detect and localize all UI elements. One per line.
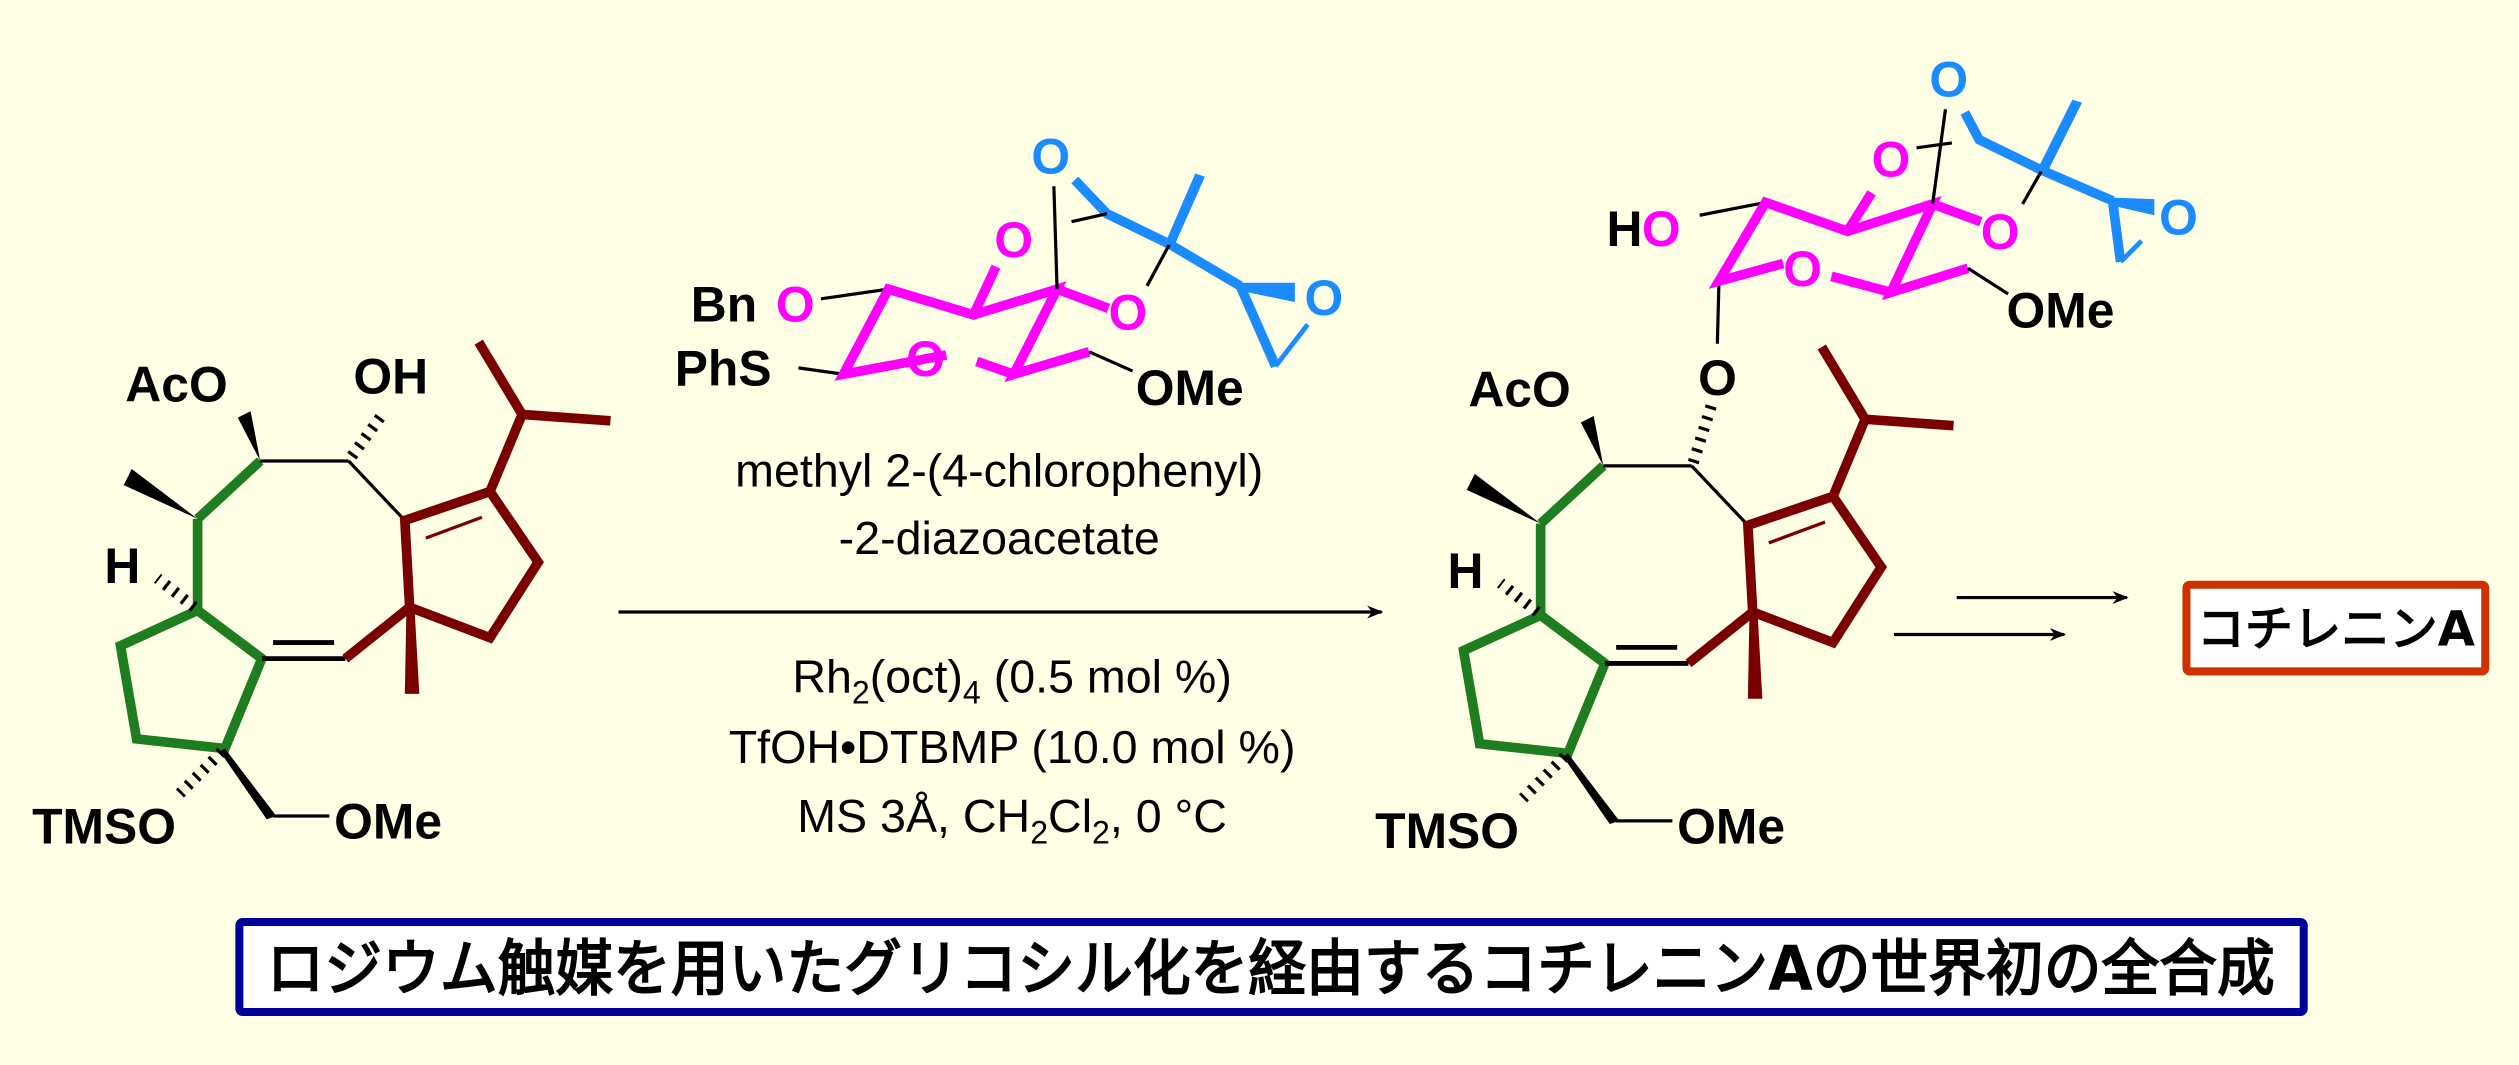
scheme-title: ロジウム触媒を用いたグリコシル化を経由するコチレニンAの世界初の全合成	[267, 934, 2275, 1005]
methoxy-label: OMe	[334, 794, 442, 850]
acetoxy-label: AcO	[125, 357, 227, 413]
ketal-oxygen-label: O	[1108, 284, 1147, 340]
ring-oxygen-label: O	[906, 331, 945, 387]
glycosylated-product: H O O O O O O OMe O AcO H TMSO OMe	[1375, 51, 2198, 859]
reagent-line-2: -2-diazoacetate	[839, 512, 1160, 564]
product-ring-oxygen-label: O	[1783, 241, 1822, 297]
product-tmso-label: TMSO	[1375, 803, 1519, 859]
product-acetoxy-label: AcO	[1468, 361, 1570, 417]
tmso-label: TMSO	[32, 798, 176, 854]
title-box: ロジウム触媒を用いたグリコシル化を経由するコチレニンAの世界初の全合成	[235, 918, 2308, 1017]
epoxide-oxygen-label: O	[1304, 270, 1343, 326]
starting-material: AcO OH H TMSO OMe	[32, 342, 610, 854]
catalyst-line: Rh2(oct)4 (0.5 mol %)	[792, 650, 1232, 710]
oxygen-top-label: O	[994, 212, 1033, 268]
product-hydroxyl-o-label: O	[1642, 201, 1681, 257]
phenylthio-label: PhS	[675, 341, 772, 397]
product-ketal-oxygen-label: O	[1981, 204, 2020, 260]
conditions-line: MS 3Å, CH2Cl2, 0 °C	[797, 790, 1227, 850]
donor-methoxy-label: OMe	[1136, 360, 1244, 416]
product-sugar-methoxy-label: OMe	[2007, 283, 2115, 339]
hydroxyl-label: OH	[353, 349, 428, 405]
product-hydroxyl-h-label: H	[1607, 201, 1643, 257]
product-hydrogen-label: H	[1447, 543, 1483, 599]
product-bridge-oxygen-label: O	[1929, 51, 1968, 107]
benzyloxy-o-label: O	[776, 276, 815, 332]
product-methoxy-label: OMe	[1677, 798, 1785, 854]
glycosyl-donor: Bn O PhS O O O O O OMe	[675, 128, 1343, 415]
final-product-label: コチレニンA	[2197, 602, 2476, 658]
product-oxygen-top-label: O	[1872, 132, 1911, 188]
bridge-oxygen-label: O	[1031, 128, 1070, 184]
final-product-box: コチレニンA	[2182, 580, 2490, 676]
benzyl-label: Bn	[691, 276, 757, 332]
reaction-conditions: methyl 2-(4-chlorophenyl) -2-diazoacetat…	[618, 445, 1384, 850]
glycosidic-oxygen-label: O	[1698, 350, 1737, 406]
hydrogen-label: H	[104, 538, 140, 594]
product-epoxide-oxygen-label: O	[2159, 190, 2198, 246]
reagent-line-1: methyl 2-(4-chlorophenyl)	[735, 445, 1263, 497]
acid-line: TfOH•DTBMP (10.0 mol %)	[729, 721, 1296, 773]
